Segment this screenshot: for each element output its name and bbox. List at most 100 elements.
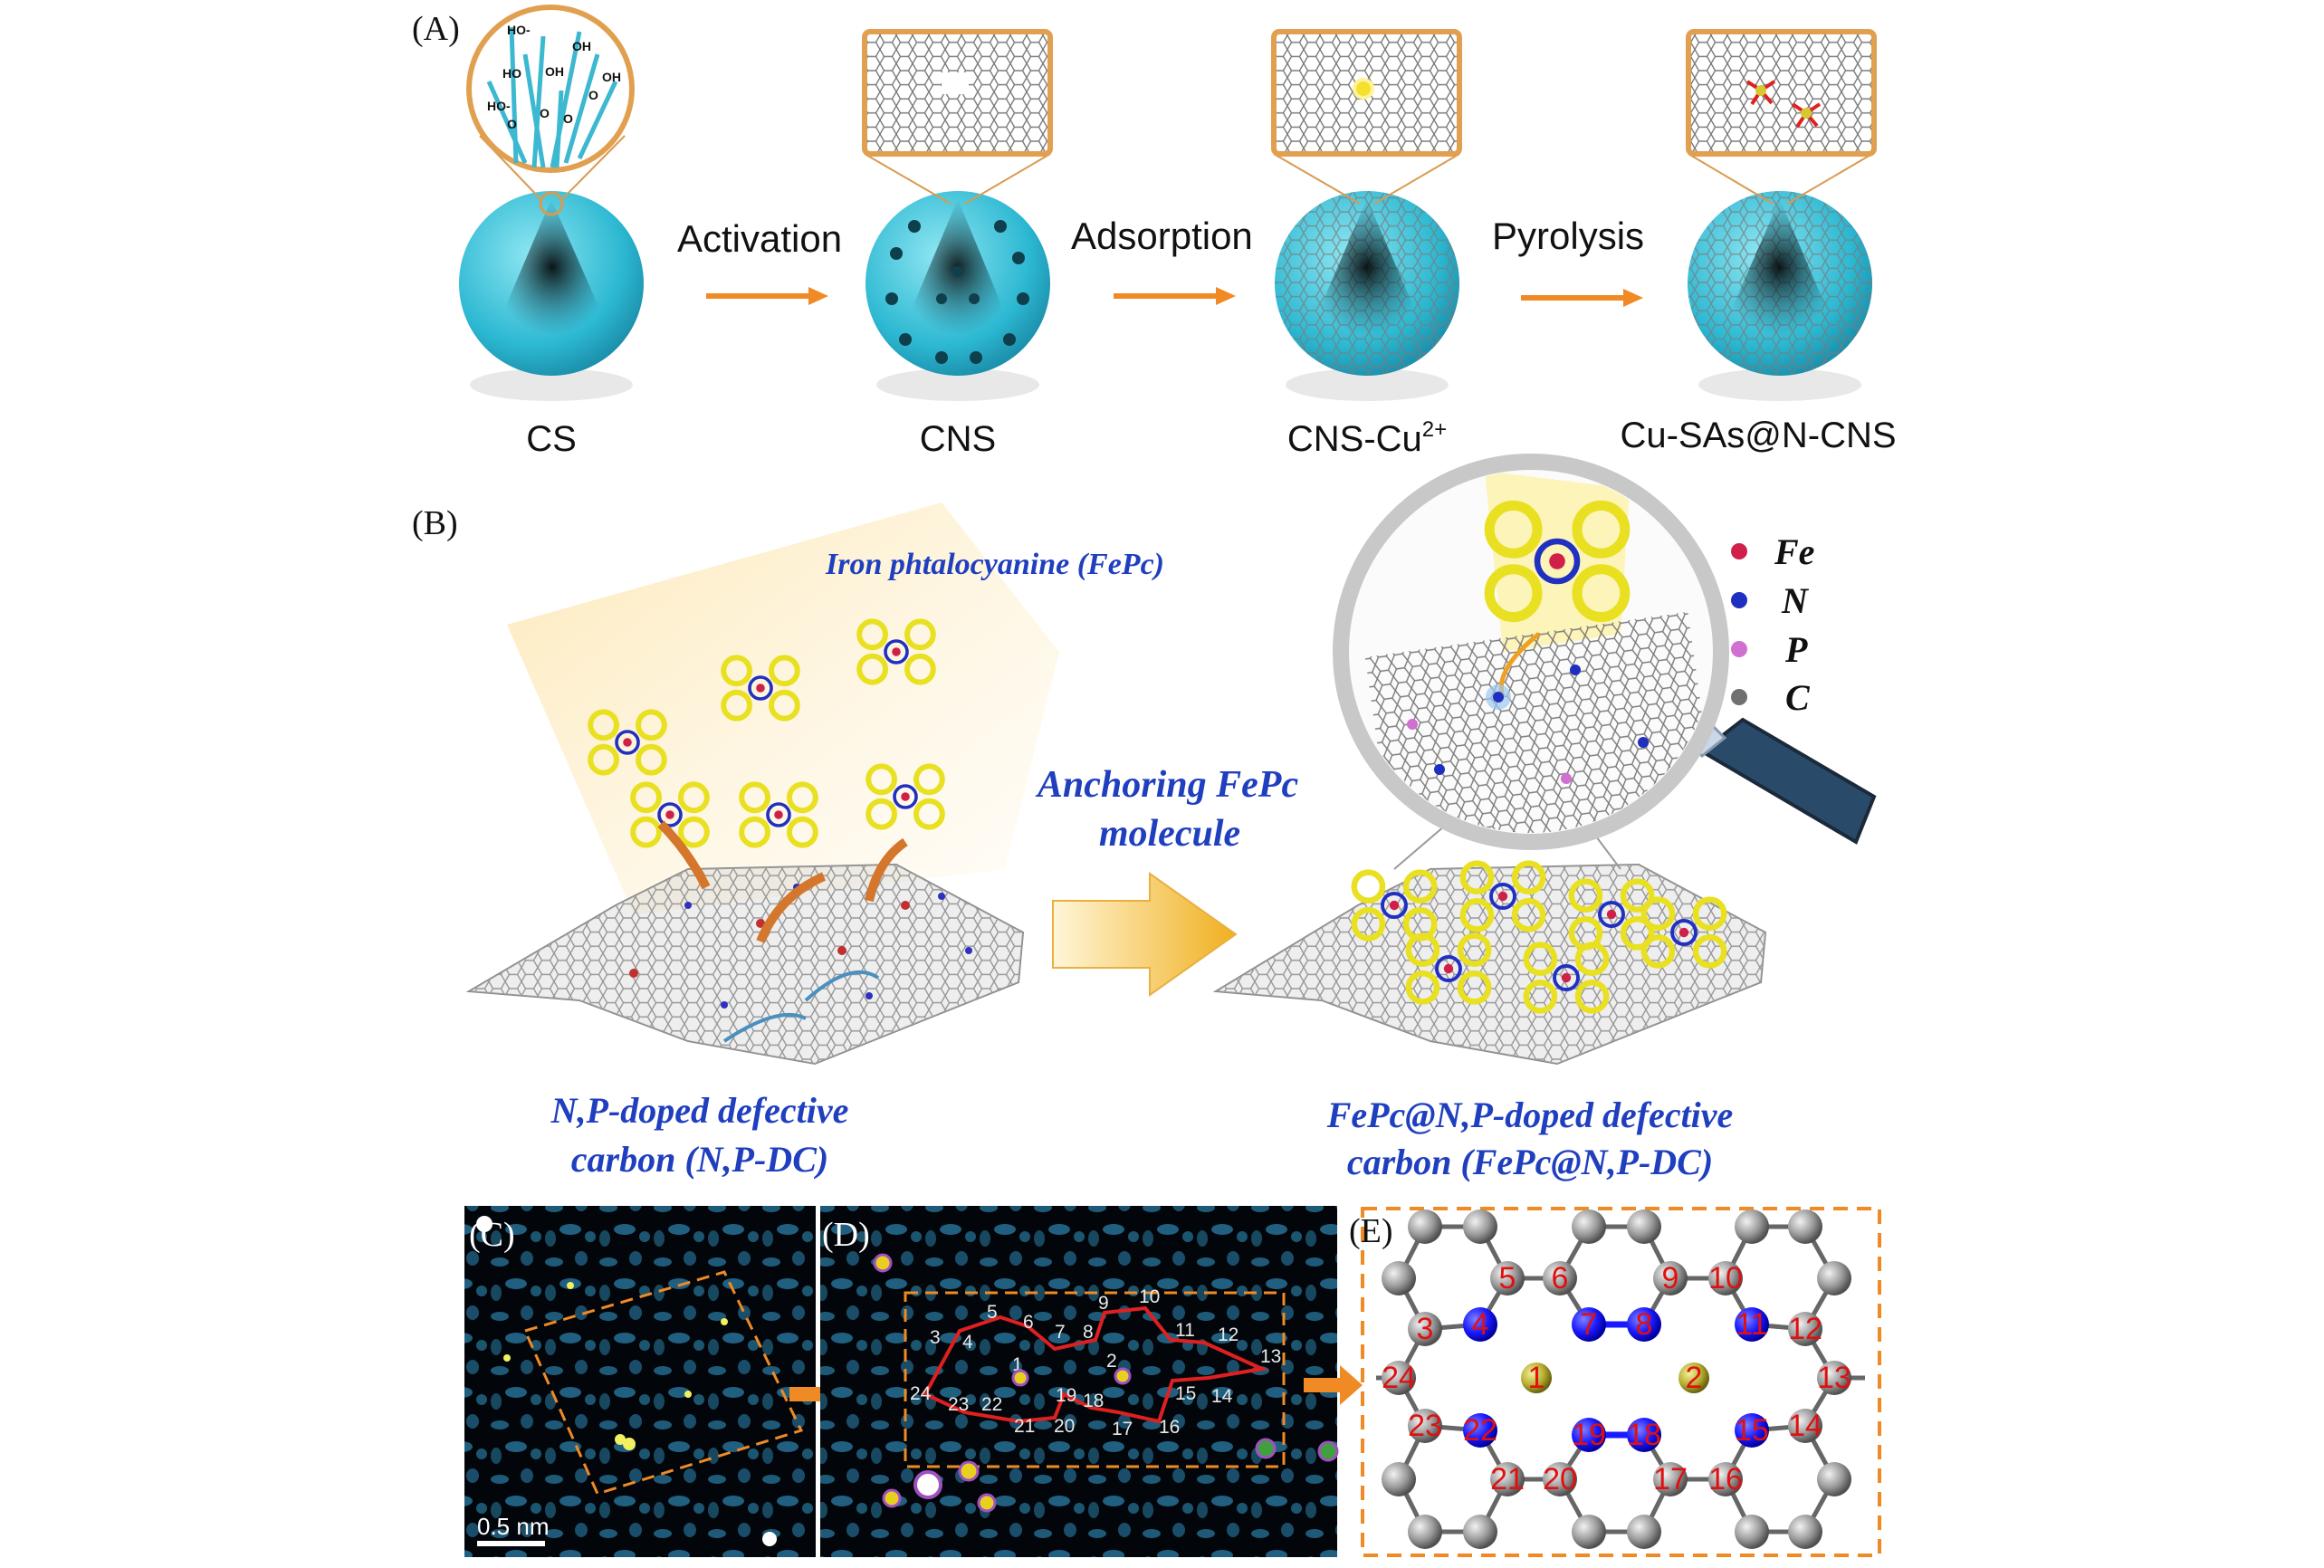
panel-a: (A) HO- OH HO OH OH HO- O O <box>412 5 1897 459</box>
haadf-stem-image-c <box>464 1206 816 1557</box>
site-number: 14 <box>1211 1386 1233 1407</box>
fepc-molecule-icon <box>1523 942 1610 1014</box>
copper-atom <box>1678 1362 1709 1393</box>
site-number: 21 <box>1490 1462 1525 1496</box>
fepc-molecule-icon <box>1484 500 1631 623</box>
site-number: 6 <box>1552 1261 1569 1296</box>
copper-atom <box>1521 1362 1552 1393</box>
carbon-atom <box>1490 1261 1525 1296</box>
hydroxyl-label: OH <box>572 39 591 53</box>
site-number: 20 <box>1054 1416 1075 1437</box>
site-number: 5 <box>1499 1261 1516 1296</box>
site-number: 12 <box>1218 1324 1239 1345</box>
site-number: 12 <box>1788 1312 1822 1346</box>
carbon-atom <box>1817 1261 1851 1296</box>
site-number: 18 <box>1083 1391 1104 1411</box>
nitrogen-atom <box>1627 1307 1661 1342</box>
carbon-atom <box>1408 1409 1442 1443</box>
cs-sphere: HO- OH HO OH OH HO- O O O O <box>459 5 644 401</box>
site-number: 15 <box>1175 1383 1196 1404</box>
hydroxyl-label: HO <box>502 66 521 81</box>
legend-item-fe: Fe <box>1731 531 1814 572</box>
step-arrow-activation: Activation <box>677 217 842 305</box>
stage-label-cu-sas: Cu-SAs@N-CNS <box>1620 416 1896 455</box>
carbon-atom <box>1408 1312 1442 1346</box>
site-number: 2 <box>1686 1361 1703 1395</box>
carbon-atom <box>1788 1409 1822 1443</box>
panel-e-label: (E) <box>1349 1212 1393 1250</box>
cu-sas-sphere <box>1686 29 1877 401</box>
site-number: 13 <box>1817 1361 1851 1395</box>
carbon-atom <box>1788 1515 1822 1549</box>
site-number: 18 <box>1627 1418 1661 1452</box>
site-number: 8 <box>1636 1307 1653 1342</box>
right-caption-line2: carbon (FePc@N,P-DC) <box>1347 1142 1713 1182</box>
carbon-atom <box>1543 1462 1577 1496</box>
site-number: 19 <box>1572 1418 1606 1452</box>
hydroxyl-label: O <box>540 106 550 120</box>
scale-bar <box>477 1541 545 1546</box>
fepc-np-dc-sheet <box>1212 814 1767 1066</box>
fepc-molecule-icon <box>866 763 945 830</box>
nitrogen-atom <box>1627 1418 1661 1452</box>
legend-label: N <box>1781 580 1810 621</box>
carbon-atom <box>1788 1312 1822 1346</box>
site-number: 14 <box>1788 1409 1822 1443</box>
site-number: 13 <box>1260 1346 1281 1367</box>
site-number: 1 <box>1528 1361 1545 1395</box>
panel-c-label: (C) <box>469 1216 515 1254</box>
carbon-atom <box>1627 1515 1661 1549</box>
selection-box <box>522 1270 804 1496</box>
site-number: 11 <box>1736 1307 1767 1342</box>
site-number: 3 <box>1417 1312 1434 1346</box>
hydroxyl-label: OH <box>545 64 564 79</box>
d-to-e-arrow <box>1304 1365 1363 1405</box>
arrow-label-line2: molecule <box>1099 813 1240 855</box>
site-number: 23 <box>948 1394 969 1415</box>
site-number: 17 <box>1653 1462 1688 1496</box>
nitrogen-atom <box>1572 1418 1606 1452</box>
step-arrow-adsorption: Adsorption <box>1071 215 1253 305</box>
n-dot-icon <box>1731 592 1747 608</box>
site-number: 9 <box>1098 1293 1109 1314</box>
stage-label-cns: CNS <box>920 419 996 459</box>
site-number: 23 <box>1408 1409 1442 1443</box>
nitrogen-atom <box>1463 1307 1497 1342</box>
legend-label: C <box>1785 677 1811 718</box>
legend-item-n: N <box>1731 580 1810 621</box>
carbon-atom <box>1408 1209 1442 1244</box>
carbon-atom <box>1382 1261 1416 1296</box>
carbon-atom <box>1735 1209 1769 1244</box>
legend-label: Fe <box>1774 531 1814 572</box>
fepc-molecule-icon <box>739 781 818 848</box>
site-number: 20 <box>1543 1462 1577 1496</box>
cu-ion-icon <box>1353 78 1374 100</box>
carbon-atom <box>1572 1515 1606 1549</box>
carbon-atom <box>1382 1462 1416 1496</box>
carbon-atom <box>1708 1261 1743 1296</box>
site-number: 19 <box>1056 1385 1076 1406</box>
fe-dot-icon <box>1731 543 1747 559</box>
site-number: 10 <box>1139 1286 1160 1307</box>
legend-item-p: P <box>1731 629 1808 670</box>
site-number: 16 <box>1159 1417 1180 1438</box>
fepc-molecule-icon <box>630 781 710 848</box>
site-number: 16 <box>1708 1462 1743 1496</box>
np-dc-sheet <box>465 820 1025 1066</box>
panel-d-label: (D) <box>822 1216 870 1254</box>
carbon-atom <box>1653 1261 1688 1296</box>
site-number: 24 <box>1382 1361 1416 1395</box>
panel-b-label: (B) <box>412 504 458 542</box>
magnifier-icon <box>1333 454 1877 850</box>
nitrogen-atom <box>1572 1307 1606 1342</box>
c-dot-icon <box>1731 689 1747 705</box>
site-number: 7 <box>1581 1307 1598 1342</box>
carbon-atom <box>1708 1462 1743 1496</box>
fepc-molecule-icon <box>721 655 800 722</box>
carbon-atom <box>1408 1515 1442 1549</box>
site-number: 5 <box>987 1302 998 1323</box>
site-number: 6 <box>1023 1312 1034 1333</box>
bright-spots <box>873 1253 1339 1513</box>
